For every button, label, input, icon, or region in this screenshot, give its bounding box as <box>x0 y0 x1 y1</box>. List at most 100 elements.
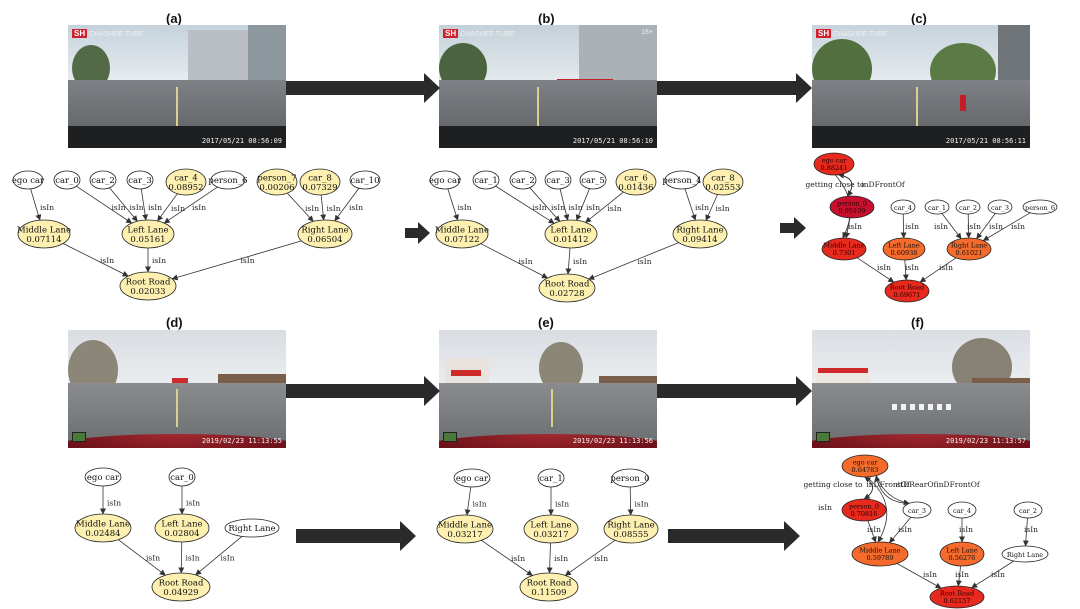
node-score: 0.95109 <box>839 207 866 215</box>
node-score: 0.11509 <box>531 588 566 598</box>
node-score: 0.88241 <box>821 164 848 172</box>
edge-label: atDRearOf <box>896 480 938 489</box>
edge-label: isIn <box>959 525 973 534</box>
node-ego: ego car <box>12 170 45 190</box>
arrow-a-to-b-icon <box>286 73 440 103</box>
edge-car2-to-ll <box>109 187 138 222</box>
node-shape <box>955 199 981 215</box>
edge-car2-to-rl <box>965 213 972 239</box>
edge-ml-to-root <box>118 539 166 576</box>
edge-ml-to-root <box>856 257 895 283</box>
node-score: 0.60938 <box>891 249 918 257</box>
node-shape <box>544 170 572 190</box>
node-label: Root Road <box>940 590 974 598</box>
node-label: car_6 <box>624 174 648 184</box>
edge-p6-to-rl <box>982 212 1031 241</box>
node-shape <box>297 219 353 249</box>
node-car3: car_3 <box>544 170 572 190</box>
node-p7: person_70.00206 <box>256 168 298 196</box>
node-label: Right Lane <box>607 521 654 531</box>
edge-label: isIn <box>533 203 547 212</box>
node-car3: car_3 <box>902 501 932 519</box>
watermark-text-a: CHASHEE TUBE <box>89 31 144 38</box>
node-label: person_0 <box>610 474 649 484</box>
node-label: Left Lane <box>161 520 202 530</box>
node-shape <box>119 271 177 301</box>
node-label: car_3 <box>546 176 570 186</box>
node-label: Left Lane <box>530 521 571 531</box>
arrow-e-to-f-icon <box>657 376 812 406</box>
edge-label: isIn <box>146 554 160 563</box>
logo-c: SH <box>816 29 832 38</box>
edge-car4-to-ll <box>900 213 907 239</box>
node-label: Middle Lane <box>823 242 864 250</box>
node-label: car_0 <box>55 176 79 186</box>
node-shape <box>579 170 607 190</box>
dashcam-frame-e: 2019/02/23 11:13:56 <box>439 330 657 448</box>
node-label: car_4 <box>953 507 971 515</box>
node-label: car_4 <box>894 204 912 212</box>
node-shape <box>519 572 579 602</box>
node-shape <box>702 168 744 196</box>
panel-label-b: (b) <box>538 11 555 26</box>
edge-label: isIn <box>186 554 200 563</box>
node-shape <box>537 468 565 488</box>
node-score: 0.07329 <box>302 183 337 193</box>
node-car8: car_80.02553 <box>702 168 744 196</box>
edge-p4-to-rl <box>684 188 697 221</box>
node-score: 0.01436 <box>618 183 653 193</box>
node-label: Root Road <box>159 579 204 589</box>
node-shape <box>121 219 175 249</box>
node-label: ego car <box>429 176 462 186</box>
node-score: 0.05161 <box>130 235 165 245</box>
edge-car0-to-ll <box>76 185 133 224</box>
node-shape <box>17 219 71 249</box>
edge-label: isIn <box>241 256 255 265</box>
node-shape <box>829 195 875 219</box>
edge-label: isIn <box>848 222 862 231</box>
node-score: 0.02033 <box>130 287 165 297</box>
edge-label: isIn <box>923 570 937 579</box>
node-shape <box>349 170 381 190</box>
edge-label: isIn <box>112 203 126 212</box>
edge-ego-to-ml <box>30 188 42 221</box>
node-p6: person_6 <box>1022 199 1058 215</box>
node-shape <box>509 170 537 190</box>
node-label: Left Lane <box>888 242 920 250</box>
edge-label: isIn <box>569 203 583 212</box>
edge-car2-to-rl <box>1022 517 1029 547</box>
edge-car6-to-ll <box>585 191 624 223</box>
edge-label: isIn <box>586 203 600 212</box>
node-car2: car_2 <box>509 170 537 190</box>
edge-ll-to-root <box>178 541 185 574</box>
node-label: car_2 <box>511 176 535 186</box>
node-ego: ego car <box>453 468 491 488</box>
edge-label: isIn <box>152 256 166 265</box>
node-shape <box>902 501 932 519</box>
node-shape <box>841 454 889 478</box>
edge-label: isIn <box>107 499 121 508</box>
node-car6: car_60.01436 <box>615 168 657 196</box>
hud-icon-f <box>816 432 830 442</box>
edge-label: isIn <box>877 263 891 272</box>
node-label: Right Lane <box>951 242 987 250</box>
edge-label: isIn <box>638 257 652 266</box>
node-label: Right Lane <box>676 226 723 236</box>
node-rl: Right Lane <box>1001 545 1049 563</box>
node-label: car_3 <box>991 204 1009 212</box>
